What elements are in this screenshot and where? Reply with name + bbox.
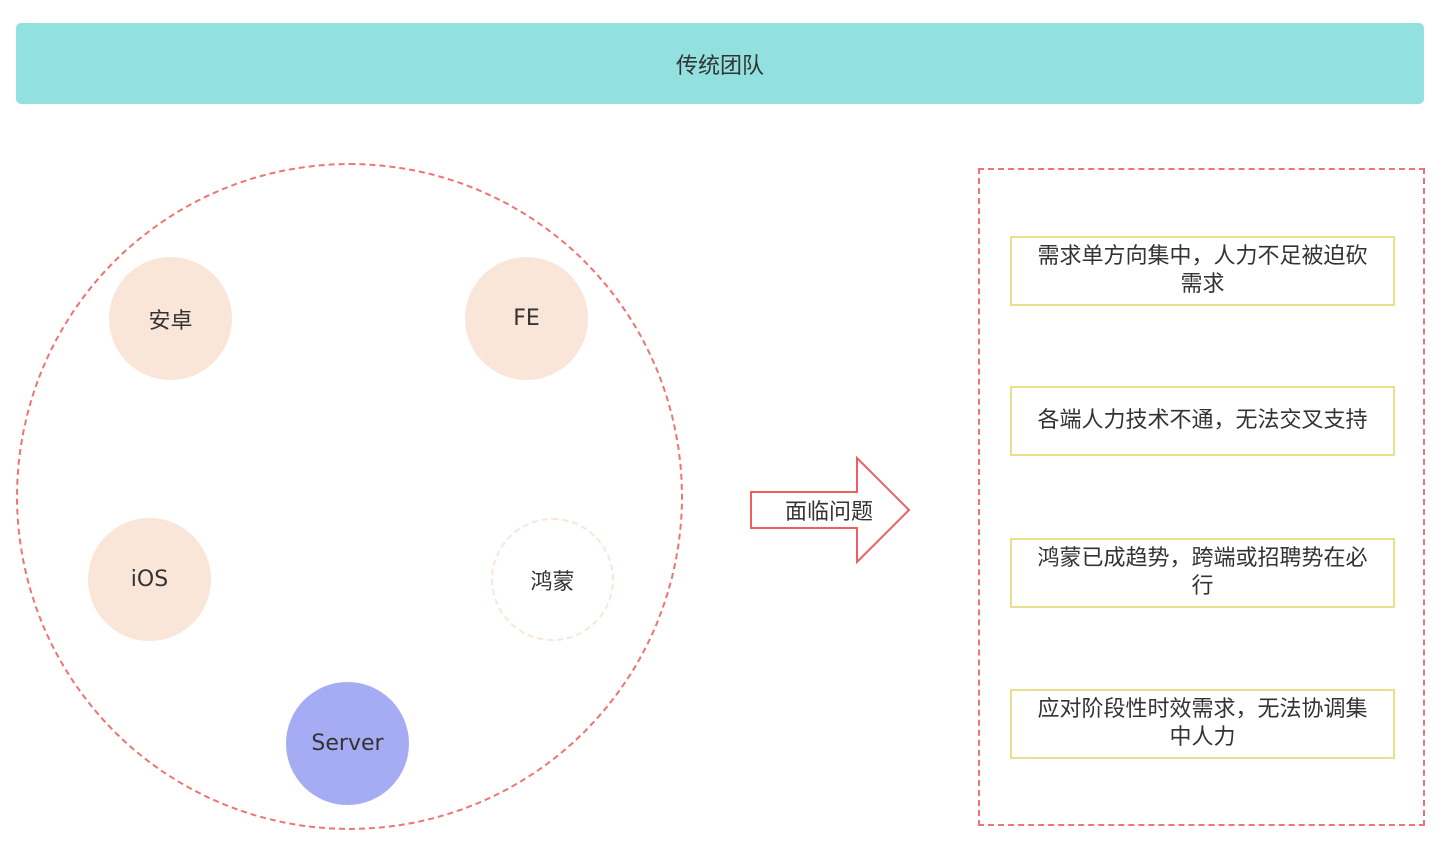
problem-text: 应对阶段性时效需求，无法协调集中人力 xyxy=(1037,697,1368,750)
node-ios: iOS xyxy=(88,518,211,641)
problem-box: 鸿蒙已成趋势，跨端或招聘势在必行 xyxy=(1010,538,1395,608)
node-fe-label: FE xyxy=(513,306,540,331)
title-bar: 传统团队 xyxy=(16,23,1424,104)
problem-box: 应对阶段性时效需求，无法协调集中人力 xyxy=(1010,689,1395,759)
diagram-title: 传统团队 xyxy=(675,53,764,79)
node-harmony-label: 鸿蒙 xyxy=(530,569,575,595)
problem-box: 各端人力技术不通，无法交叉支持 xyxy=(1010,386,1395,456)
problem-text: 鸿蒙已成趋势，跨端或招聘势在必行 xyxy=(1037,546,1368,599)
arrow-label: 面临问题 xyxy=(784,500,873,525)
problem-box: 需求单方向集中，人力不足被迫砍需求 xyxy=(1010,236,1395,306)
problem-panel xyxy=(978,168,1425,826)
problem-text: 各端人力技术不通，无法交叉支持 xyxy=(1037,408,1368,433)
node-android-label: 安卓 xyxy=(148,308,193,334)
node-server: Server xyxy=(286,682,409,805)
node-harmony: 鸿蒙 xyxy=(491,518,614,641)
node-server-label: Server xyxy=(311,731,384,756)
node-fe: FE xyxy=(465,257,588,380)
problem-arrow: 面临问题 xyxy=(749,456,911,564)
problem-text: 需求单方向集中，人力不足被迫砍需求 xyxy=(1037,244,1368,297)
node-ios-label: iOS xyxy=(130,567,169,592)
team-circle xyxy=(16,163,683,830)
node-android: 安卓 xyxy=(109,257,232,380)
arrow-right-icon xyxy=(750,456,911,564)
